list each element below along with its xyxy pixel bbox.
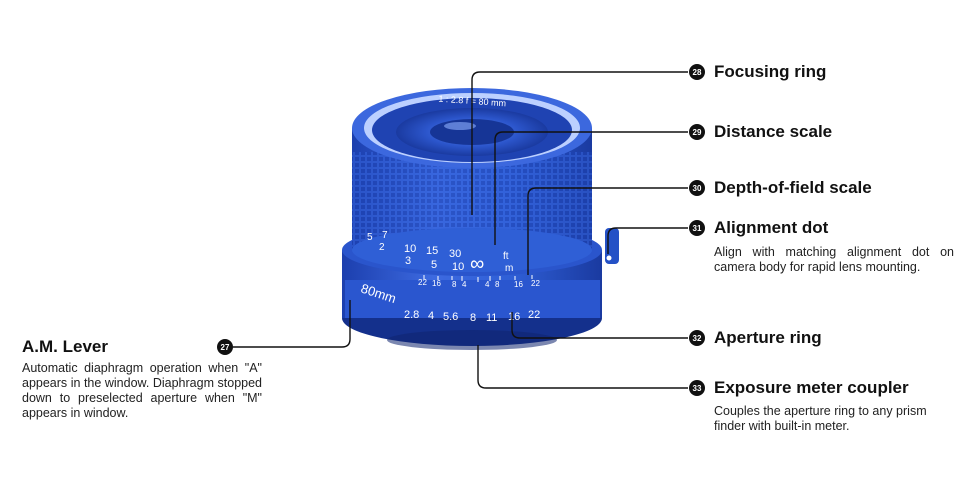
dof-left-0: 22: [418, 278, 427, 287]
aperture-value-0: 2.8: [404, 309, 419, 321]
distance-left-value: 5: [367, 232, 373, 243]
label-am-lever: A.M. Lever: [22, 337, 108, 356]
leader-alignment-dot: [607, 227, 688, 254]
distance-m-2: 10: [452, 261, 464, 273]
callout-badges: 28 29 30 31 32 33 27: [217, 64, 705, 396]
label-focusing-ring: Focusing ring: [714, 62, 827, 81]
badge-30: 30: [693, 184, 702, 193]
badge-27: 27: [221, 343, 230, 352]
leader-aperture-ring: [511, 312, 688, 339]
desc-alignment-dot: Align with matching alignment dot on cam…: [714, 245, 954, 274]
dof-right-2: 16: [514, 280, 523, 289]
label-aperture-ring: Aperture ring: [714, 328, 822, 347]
badge-33: 33: [693, 384, 702, 393]
dof-left-2: 8: [452, 280, 457, 289]
unit-ft: ft: [503, 251, 509, 262]
label-depth-of-field-scale: Depth-of-field scale: [714, 178, 872, 197]
lens-body: [342, 88, 619, 350]
badge-32: 32: [693, 334, 702, 343]
distance-m-1: 5: [431, 259, 437, 271]
leader-exposure-coupler: [477, 345, 688, 389]
label-distance-scale: Distance scale: [714, 122, 833, 141]
distance-ft-1: 15: [426, 245, 438, 257]
dof-left-1: 16: [432, 279, 441, 288]
leader-am-lever: [233, 300, 351, 348]
aperture-value-1: 4: [428, 310, 434, 322]
aperture-value-3: 8: [470, 312, 476, 324]
desc-exposure-meter-coupler: Couples the aperture ring to any prism f…: [714, 404, 927, 433]
leader-distance-scale: [494, 131, 688, 245]
label-alignment-dot: Alignment dot: [714, 218, 829, 237]
dof-ticks: [423, 275, 533, 282]
distance-m-0: 3: [405, 255, 411, 267]
badge-31: 31: [693, 224, 702, 233]
leader-focusing-ring: [471, 71, 688, 215]
distance-extra-top: 7: [382, 230, 388, 241]
leader-lines: [233, 71, 688, 389]
distance-ft-2: 30: [449, 248, 461, 260]
aperture-value-6: 22: [528, 309, 540, 321]
desc-am-lever: Automatic diaphragm operation when "A" a…: [22, 361, 262, 420]
unit-m: m: [505, 263, 513, 274]
aperture-value-5: 16: [508, 311, 520, 323]
label-exposure-meter-coupler: Exposure meter coupler: [714, 378, 909, 397]
alignment-dot-mark: [606, 255, 612, 261]
leader-dof-scale: [527, 187, 688, 275]
badge-29: 29: [693, 128, 702, 137]
aperture-value-4: 11: [486, 312, 497, 324]
dof-right-1: 8: [495, 280, 500, 289]
badge-28: 28: [693, 68, 702, 77]
distance-ft-0: 10: [404, 243, 416, 255]
dof-right-3: 22: [531, 279, 540, 288]
dof-left-3: 4: [462, 280, 467, 289]
infinity-mark: ∞: [470, 253, 484, 275]
dof-right-0: 4: [485, 280, 490, 289]
distance-extra-bottom: 2: [379, 242, 385, 253]
aperture-value-2: 5.6: [443, 311, 458, 323]
